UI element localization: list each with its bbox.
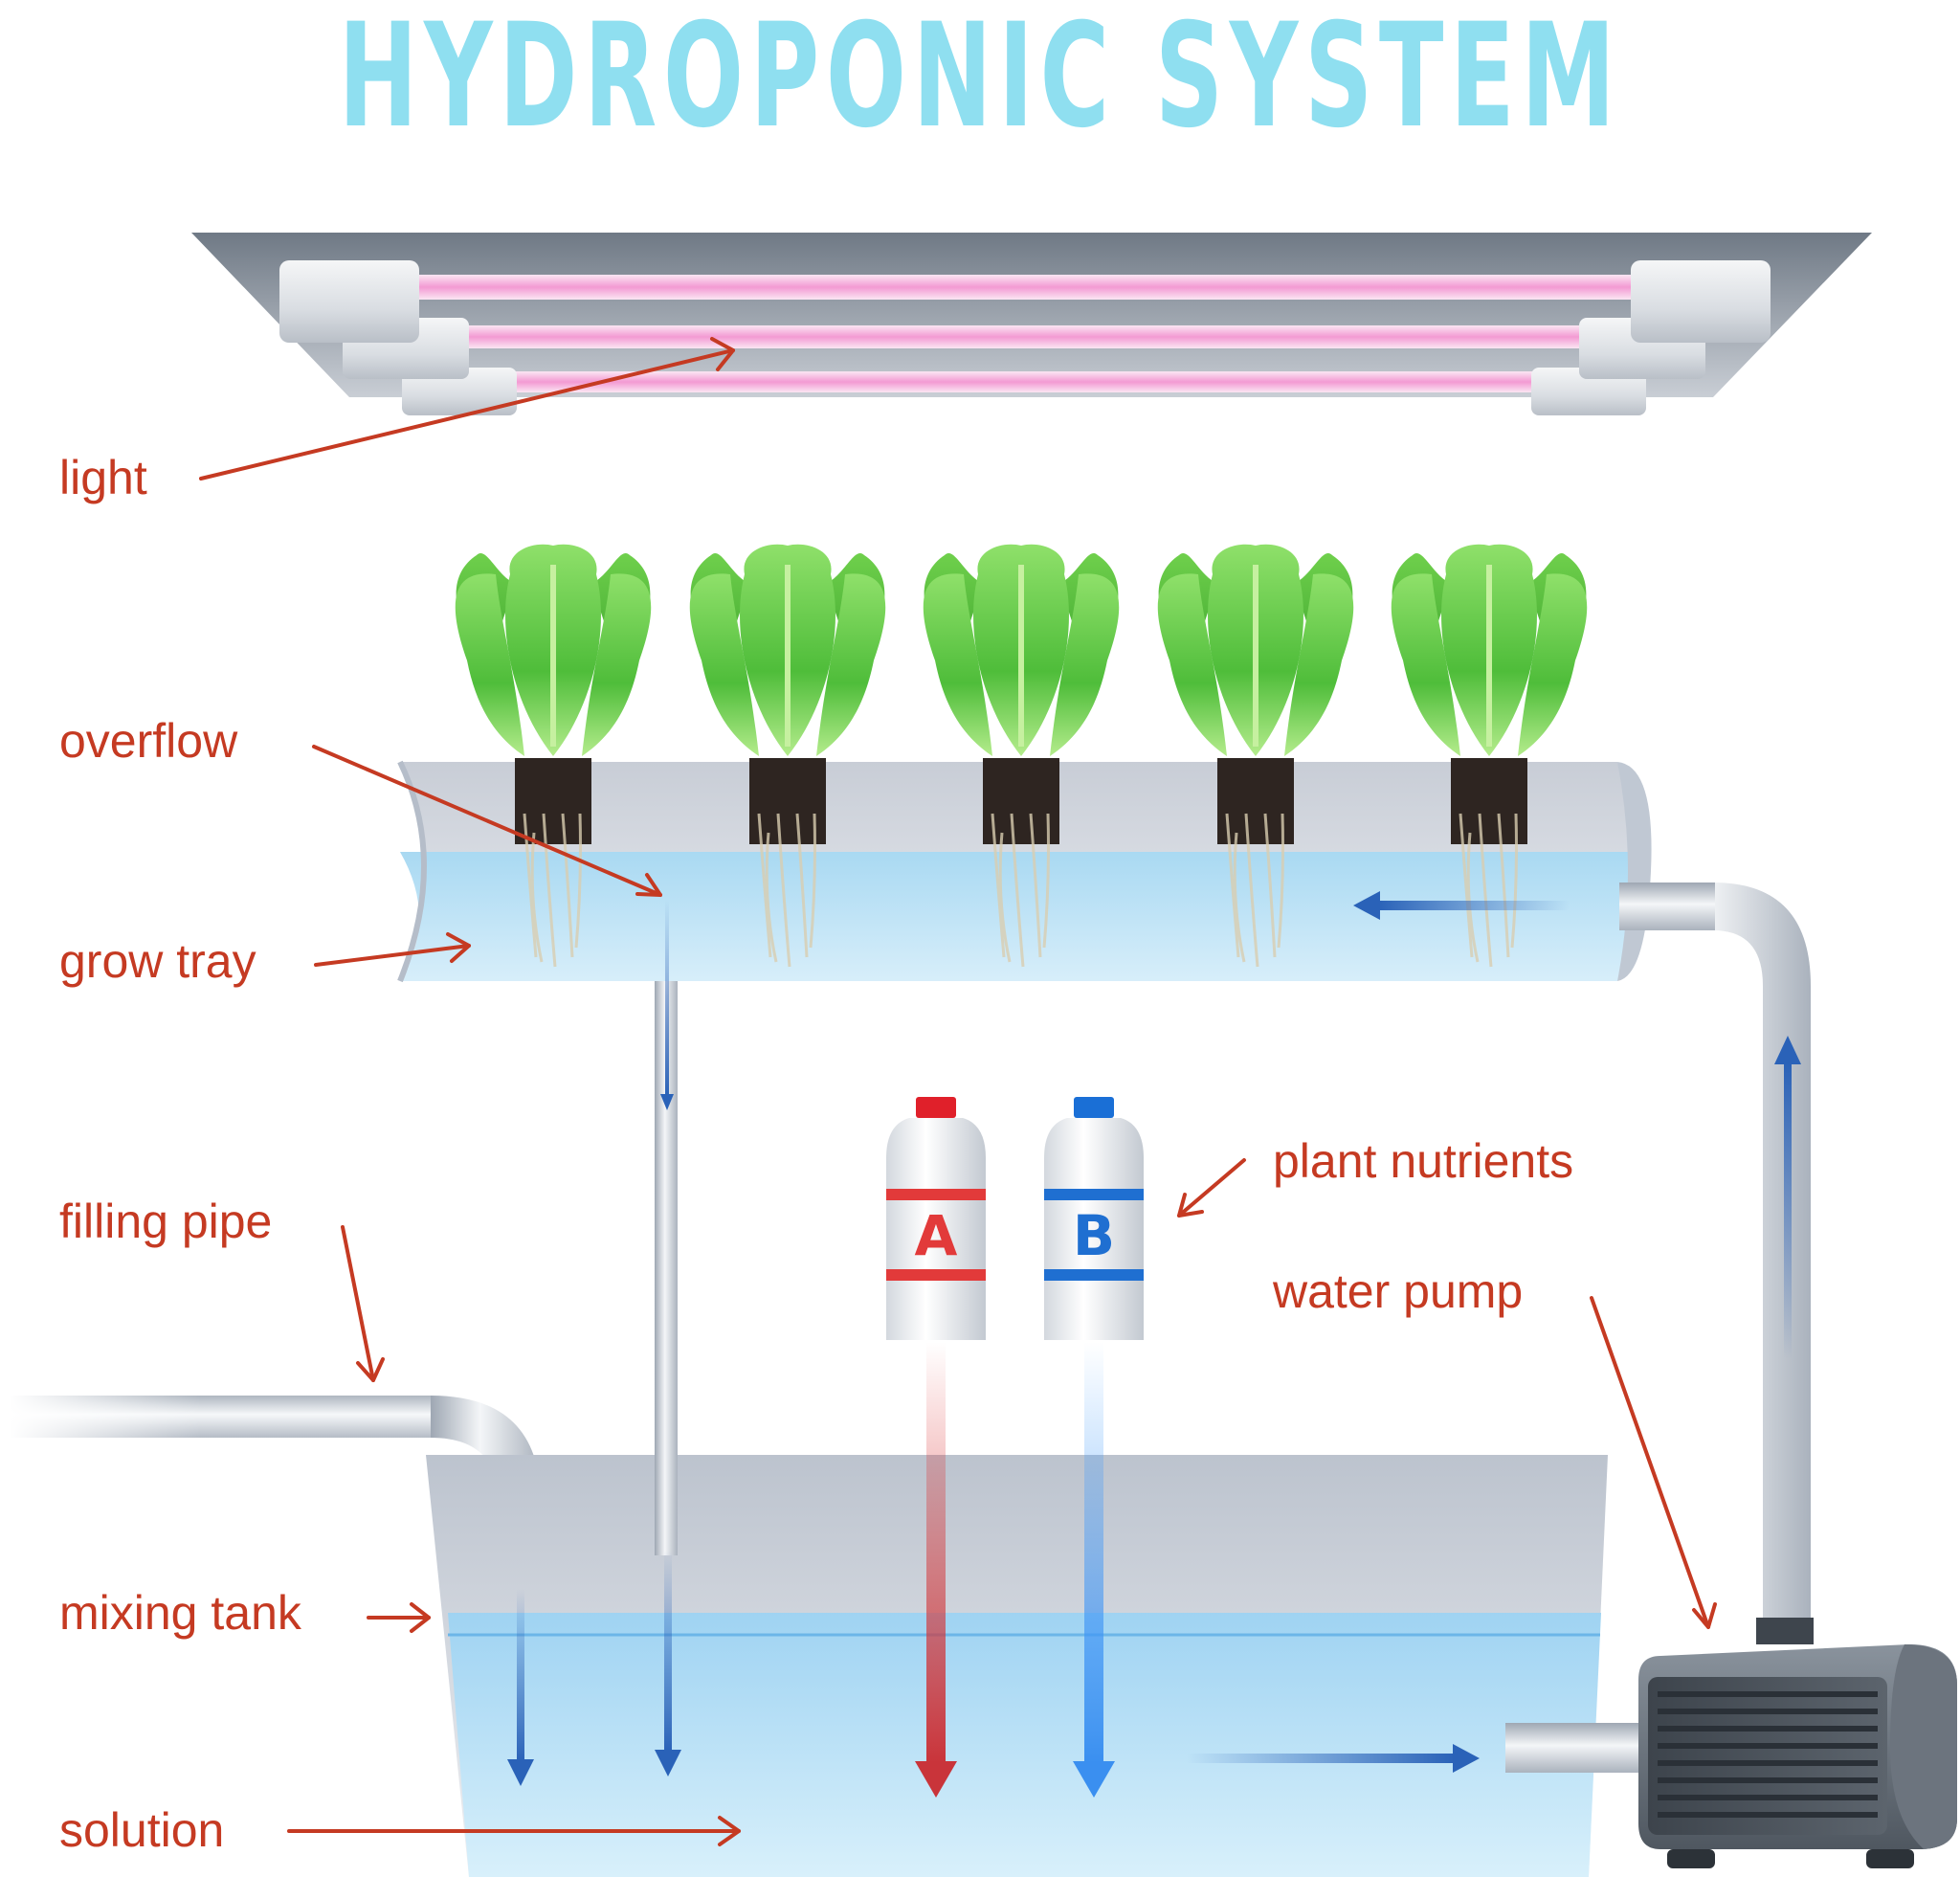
overflow-pointer <box>312 745 662 897</box>
label-pointers <box>199 337 1717 1846</box>
nutrient-a-stream <box>926 1342 946 1763</box>
label-overflow: overflow <box>59 714 238 768</box>
plants <box>455 544 1588 968</box>
label-light: light <box>59 451 147 504</box>
lettuce-plant-5 <box>1391 544 1588 968</box>
mixing-tank <box>426 1455 1608 1877</box>
grow-tray-pointer <box>314 932 471 967</box>
bottle-a-letter: A <box>914 1203 958 1268</box>
label-filling-pipe: filling pipe <box>59 1195 273 1248</box>
filling-pipe-pointer <box>341 1225 385 1382</box>
water-pump-pointer <box>1590 1296 1717 1629</box>
pump-riser-pipe <box>1619 883 1811 1627</box>
label-mixing-tank: mixing tank <box>59 1586 301 1640</box>
label-plant-nutrients: plant nutrients <box>1273 1134 1574 1188</box>
mixing-tank-pointer <box>367 1602 431 1633</box>
bottle-b-letter: B <box>1072 1203 1116 1268</box>
nutrient-bottle-b <box>1044 1097 1144 1340</box>
pump-intake-pipe <box>1505 1723 1644 1773</box>
diagram-title: HYDROPONIC SYSTEM <box>338 0 1622 160</box>
solution-pointer <box>287 1816 741 1846</box>
nutrient-bottle-a <box>886 1097 986 1340</box>
flow-arrows <box>507 891 1801 1798</box>
light-pointer <box>199 337 735 480</box>
grow-light <box>191 233 1872 415</box>
label-grow-tray: grow tray <box>59 934 256 988</box>
lettuce-plant-2 <box>689 544 886 968</box>
nutrient-b-stream <box>1084 1342 1103 1763</box>
label-water-pump: water pump <box>1273 1264 1524 1318</box>
water-pump <box>1505 1618 1957 1868</box>
lettuce-plant-4 <box>1157 544 1354 968</box>
lettuce-plant-3 <box>923 544 1120 968</box>
plant-nutrients-pointer <box>1177 1158 1246 1218</box>
lettuce-plant-1 <box>455 544 652 968</box>
label-solution: solution <box>59 1803 225 1857</box>
